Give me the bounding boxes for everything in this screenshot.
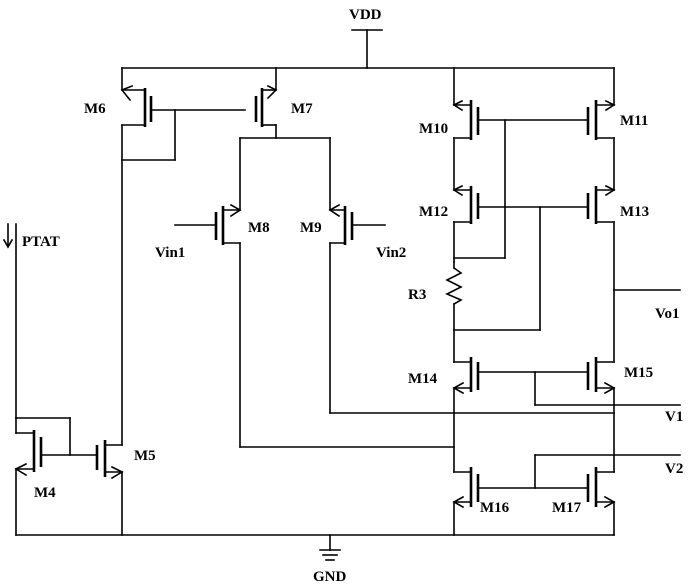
m17-label: M17 — [552, 500, 582, 516]
ptat-label: PTAT — [22, 234, 60, 250]
v2-wire — [534, 454, 681, 489]
transistor-m9 — [328, 203, 386, 414]
transistor-m13 — [586, 184, 681, 363]
v1-label: V1 — [665, 409, 683, 425]
transistor-m12 — [452, 184, 589, 263]
transistor-m17 — [586, 467, 616, 536]
vdd-label: VDD — [349, 7, 382, 23]
m13-label: M13 — [620, 204, 649, 220]
transistor-m10 — [452, 67, 589, 191]
transistor-m14 — [452, 357, 589, 473]
m15-label: M15 — [624, 365, 653, 381]
vdd-rail — [121, 29, 615, 69]
v2-label: V2 — [665, 461, 683, 477]
transistor-m16 — [452, 467, 589, 536]
vo1-label: Vo1 — [655, 306, 679, 322]
m16-label: M16 — [480, 500, 510, 516]
m10-label: M10 — [419, 121, 448, 137]
m4-label: M4 — [34, 485, 56, 501]
transistor-m7 — [254, 67, 278, 139]
m12-label: M12 — [419, 204, 448, 220]
tail-node — [239, 137, 331, 211]
transistor-m11 — [586, 67, 616, 191]
r3-label: R3 — [408, 287, 426, 303]
bias-feedback-wires — [453, 119, 541, 331]
vin1-label: Vin1 — [155, 245, 185, 261]
gnd-rail — [15, 534, 615, 561]
m9-label: M9 — [300, 220, 322, 236]
v1-wire — [329, 371, 681, 414]
m6-label: M6 — [84, 101, 106, 117]
m11-label: M11 — [620, 113, 648, 129]
resistor-r3 — [445, 261, 463, 363]
transistor-m15 — [586, 357, 616, 473]
gnd-label: GND — [313, 569, 347, 585]
m14-label: M14 — [408, 371, 438, 387]
m7-label: M7 — [291, 101, 313, 117]
m8-label: M8 — [248, 220, 270, 236]
ptat-current-line — [2, 223, 17, 419]
transistor-m8 — [174, 203, 242, 448]
transistor-m4 — [14, 417, 98, 536]
transistor-m5 — [95, 440, 124, 536]
m5-label: M5 — [134, 448, 156, 464]
transistor-m6 — [120, 67, 246, 446]
vin2-label: Vin2 — [376, 245, 406, 261]
